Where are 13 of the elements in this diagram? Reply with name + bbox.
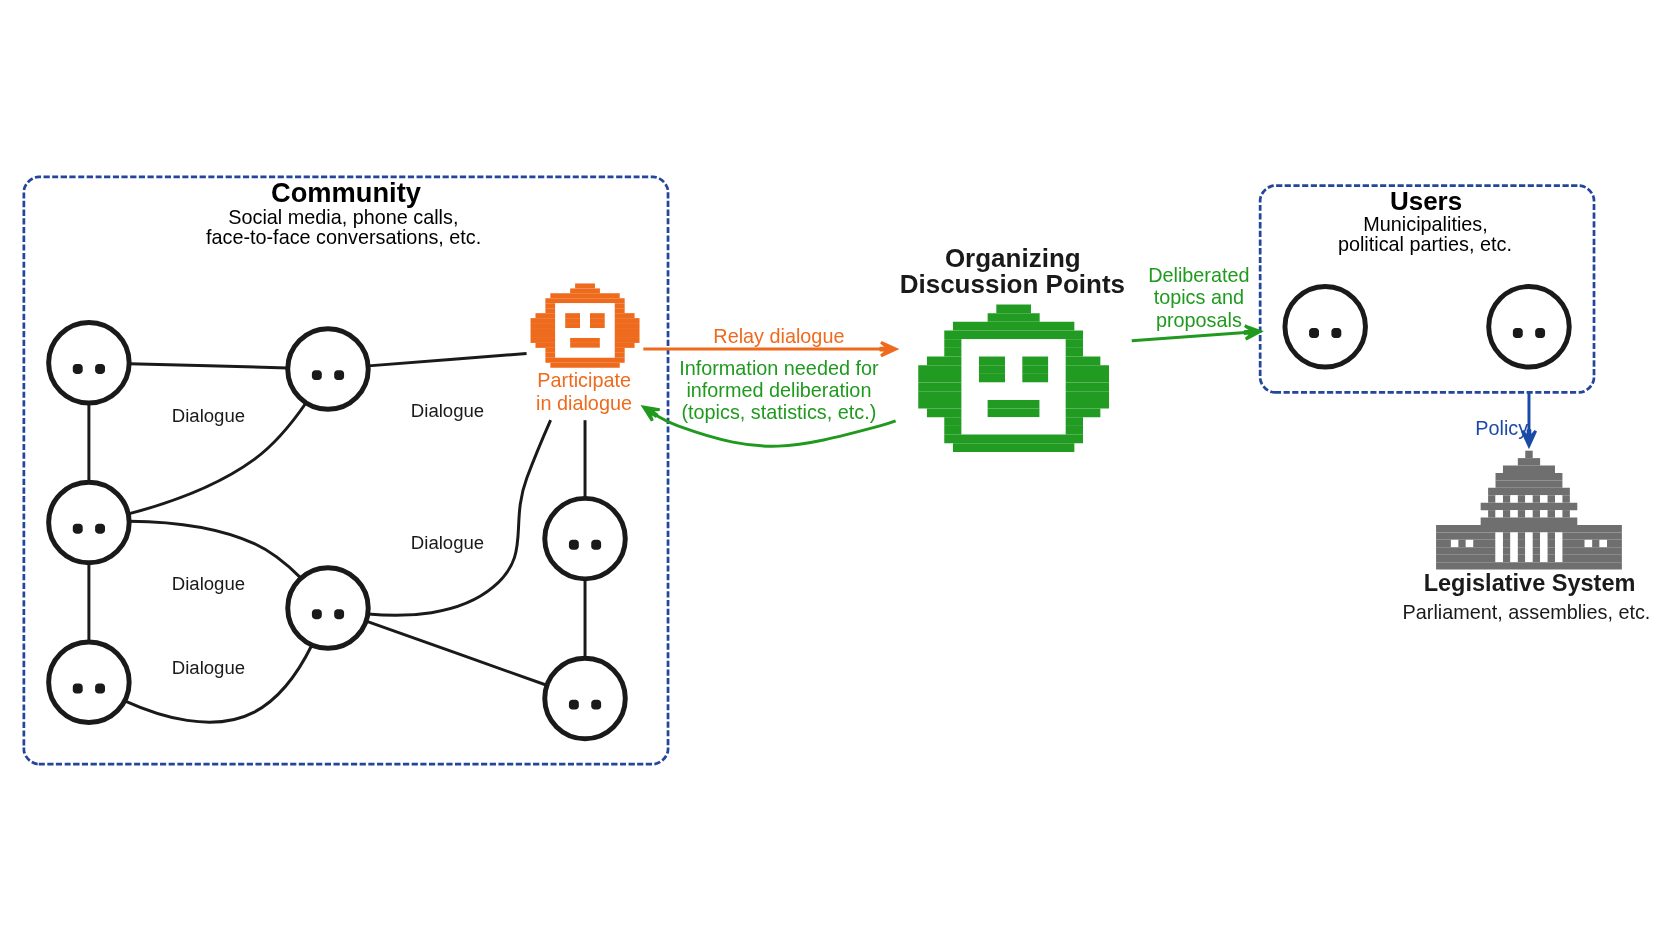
label: Dialogue [171,657,245,679]
label: Dialogue [410,399,484,421]
node-label: Participate in dialogue [535,369,632,414]
edge-label: Deliberated topics and proposals [1147,263,1250,331]
label: Dialogue [171,404,245,426]
node-label: Organizing Discussion Points [899,243,1125,300]
label: Dialogue [410,532,484,554]
edge-label: Information needed for informed deliberation (topics, statistics, etc.) [678,356,879,424]
label: Dialogue [171,573,245,595]
node-label: Legislative System [1423,569,1635,596]
node-label: Parliament, assemblies, etc. [1402,600,1650,623]
edge-label: Policy [1474,416,1528,439]
edge-label: Relay dialogue [712,324,844,347]
